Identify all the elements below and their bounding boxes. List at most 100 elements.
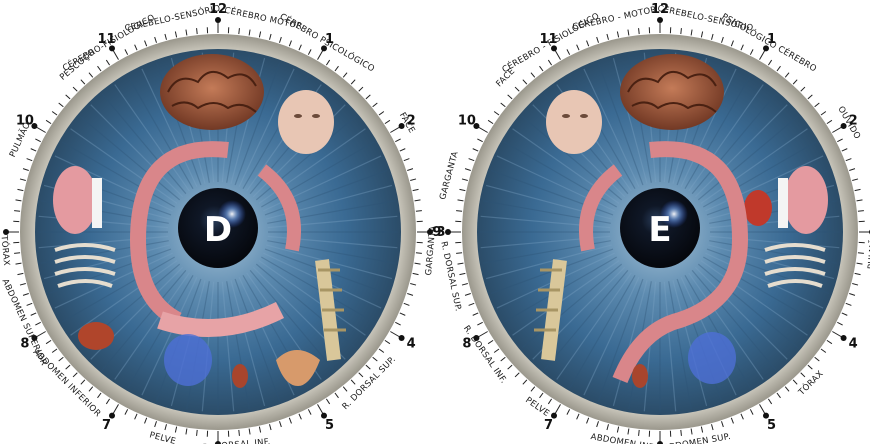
pupil-letter: D (204, 210, 232, 250)
tick-mark (801, 373, 805, 377)
tick-mark (540, 393, 544, 398)
tick-mark (478, 127, 488, 133)
tick-mark (36, 332, 46, 338)
tick-mark (299, 45, 301, 50)
heart-illustration (744, 190, 772, 226)
tick-mark (89, 73, 93, 78)
tick-mark (413, 189, 419, 190)
tick-mark (259, 31, 260, 37)
zone-label: ABDOMEN INF. (590, 432, 656, 444)
hour-number: 10 (458, 114, 476, 129)
tick-mark (98, 393, 102, 398)
tick-mark (145, 41, 147, 47)
hour-dot (215, 17, 221, 23)
tick-mark (855, 189, 861, 190)
tick-mark (597, 421, 599, 427)
tick-mark (469, 303, 475, 305)
hour-number: 4 (849, 337, 858, 352)
tick-mark (390, 332, 400, 338)
tick-mark (299, 414, 301, 419)
tick-mark (27, 159, 33, 161)
tick-mark (351, 380, 355, 384)
tick-mark (458, 200, 464, 201)
tick-mark (855, 273, 861, 274)
tick-mark (23, 293, 29, 295)
tick-mark (858, 211, 864, 212)
tick-mark (849, 293, 855, 295)
tick-mark (155, 37, 157, 43)
tick-mark (318, 404, 324, 414)
tick-mark (477, 139, 482, 142)
tick-mark (681, 28, 682, 34)
tick-mark (359, 87, 363, 91)
tick-mark (508, 365, 512, 369)
tick-mark (523, 80, 527, 84)
hour-number: 4 (407, 337, 416, 352)
tick-mark (721, 37, 723, 43)
zone-label: OUVIDO (835, 105, 862, 141)
tick-mark (849, 169, 855, 171)
tick-mark (587, 418, 589, 424)
tick-mark (760, 50, 766, 60)
tick-mark (458, 263, 464, 264)
hour-number: 9 (432, 225, 441, 240)
tick-mark (785, 387, 789, 392)
tick-mark (66, 365, 70, 369)
tick-mark (351, 80, 355, 84)
tick-mark (577, 45, 579, 50)
hour-dot (841, 335, 847, 341)
tick-mark (832, 332, 842, 338)
zone-label: PELVE (148, 430, 177, 444)
zone-label: TÓRAX (0, 234, 13, 267)
tick-mark (842, 313, 847, 315)
tick-mark (318, 50, 324, 60)
tick-mark (488, 340, 493, 343)
tick-mark (842, 149, 847, 151)
tick-mark (335, 393, 339, 398)
tick-mark (731, 41, 733, 47)
tick-mark (462, 284, 468, 286)
tick-mark (14, 253, 20, 254)
tick-mark (815, 103, 820, 107)
tick-mark (691, 429, 692, 435)
zone-label: R. DORSAL SUP. (438, 241, 463, 313)
tick-mark (777, 66, 781, 71)
tick-mark (186, 30, 187, 36)
tick-mark (701, 31, 702, 37)
tick-mark (857, 200, 863, 201)
tick-mark (793, 80, 797, 84)
brain-illustration (620, 54, 724, 130)
tick-mark (793, 380, 797, 384)
tick-mark (477, 322, 482, 325)
tick-mark (385, 120, 390, 123)
tick-mark (113, 50, 119, 60)
tick-mark (808, 365, 812, 369)
tick-mark (768, 399, 771, 404)
tick-mark (197, 28, 198, 34)
tick-mark (465, 293, 471, 295)
zone-label: PULMÃO (866, 231, 870, 269)
tick-mark (531, 73, 535, 78)
tick-mark (494, 349, 499, 353)
tick-mark (567, 409, 570, 414)
tick-mark (259, 427, 260, 433)
tick-mark (785, 73, 789, 78)
tick-mark (326, 399, 329, 404)
tick-mark (373, 103, 378, 107)
tick-mark (197, 430, 198, 436)
tick-mark (628, 30, 629, 36)
tick-mark (359, 373, 363, 377)
tick-mark (20, 179, 26, 181)
tick-mark (515, 373, 519, 377)
tick-mark (488, 120, 493, 123)
tick-mark (289, 418, 291, 424)
tick-mark (407, 293, 413, 295)
tick-mark (628, 429, 629, 435)
zone-label: R. DORSAL INF. (202, 437, 271, 444)
tick-mark (400, 313, 405, 315)
tick-mark (135, 414, 137, 419)
tick-mark (567, 49, 570, 54)
tick-mark (289, 41, 291, 47)
tick-mark (555, 50, 561, 60)
